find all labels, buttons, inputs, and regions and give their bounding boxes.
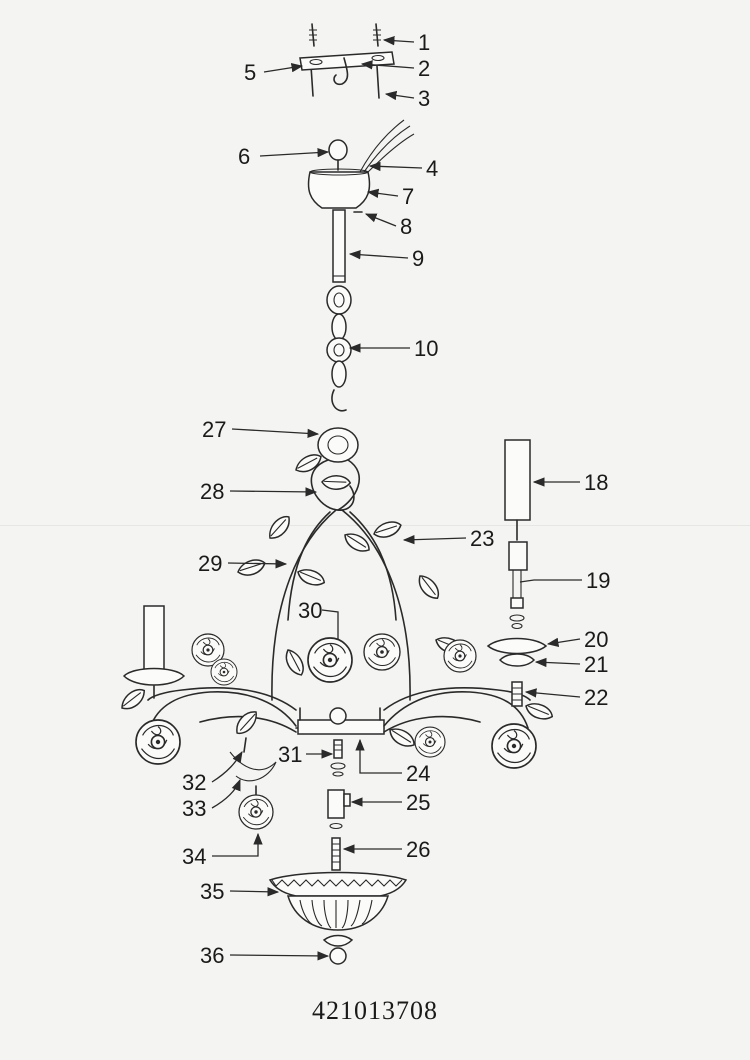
label-30: 30 [298, 598, 322, 623]
label-9: 9 [412, 246, 424, 271]
label-2: 2 [418, 56, 430, 81]
label-29: 29 [198, 551, 222, 576]
label-7: 7 [402, 184, 414, 209]
ceiling-screw-left [309, 23, 317, 97]
label-21: 21 [584, 652, 608, 677]
label-32: 32 [182, 770, 206, 795]
chandelier-frame [147, 427, 531, 735]
part-labels: 1 2 3 4 5 6 7 8 9 10 18 19 20 21 22 23 2… [182, 30, 610, 968]
leader-lines [211, 36, 582, 961]
label-35: 35 [200, 879, 224, 904]
label-24: 24 [406, 761, 430, 786]
label-27: 27 [202, 417, 226, 442]
label-5: 5 [244, 60, 256, 85]
label-31: 31 [278, 742, 302, 767]
label-20: 20 [584, 627, 608, 652]
label-8: 8 [400, 214, 412, 239]
label-10: 10 [414, 336, 438, 361]
label-28: 28 [200, 479, 224, 504]
right-light-assembly [486, 439, 548, 707]
label-26: 26 [406, 837, 430, 862]
paper-fold-line [0, 525, 750, 526]
label-1: 1 [418, 30, 430, 55]
canopy [307, 119, 415, 213]
finial [322, 934, 354, 965]
bottom-bowl [268, 871, 408, 931]
label-34: 34 [182, 844, 206, 869]
label-4: 4 [426, 156, 438, 181]
label-19: 19 [586, 568, 610, 593]
label-36: 36 [200, 943, 224, 968]
label-6: 6 [238, 144, 250, 169]
mounting-bar [299, 51, 395, 86]
ceiling-screw-right [373, 23, 381, 99]
label-23: 23 [470, 526, 494, 551]
centre-hardware [327, 739, 351, 871]
label-18: 18 [584, 470, 608, 495]
left-candle-sleeve [122, 605, 186, 699]
label-25: 25 [406, 790, 430, 815]
down-rod [332, 209, 346, 283]
label-22: 22 [584, 685, 608, 710]
hanging-pendant [229, 737, 277, 830]
label-3: 3 [418, 86, 430, 111]
chain [326, 285, 352, 412]
decorative-leaves [116, 451, 556, 753]
label-33: 33 [182, 796, 206, 821]
model-number: 421013708 [312, 996, 438, 1025]
